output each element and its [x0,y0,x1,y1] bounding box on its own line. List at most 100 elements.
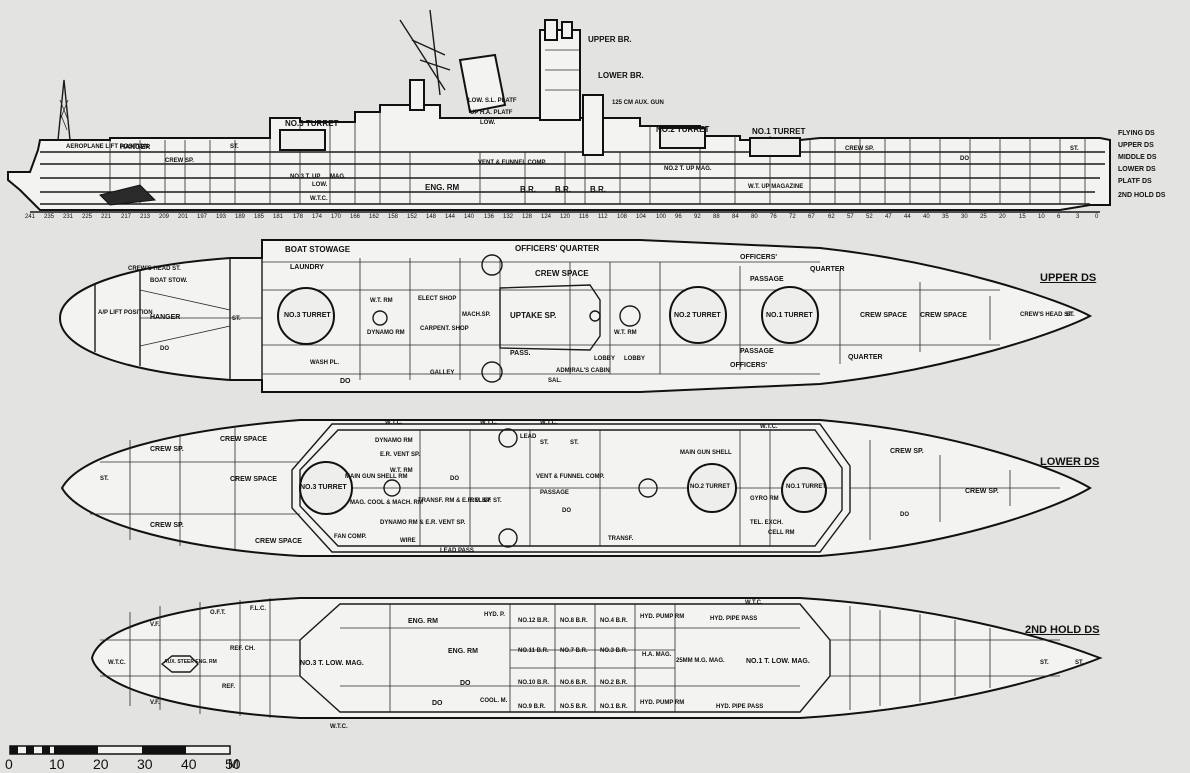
upper-deck-label: CREW SPACE [920,312,967,319]
frame-number: 6 [1057,214,1061,220]
lower-turret-2 [687,463,737,513]
frame-number: 162 [369,214,380,220]
hold-deck-label: W.T.C. [745,600,763,606]
frame-number: 52 [866,214,873,220]
frame-number: 80 [751,214,758,220]
upper-deck-label: HANGER [150,314,181,321]
lower-deck-label: TRANSF. RM & E.R. V. SP. [418,498,492,504]
upper-turret-3 [277,287,335,345]
frame-number: 67 [808,214,815,220]
profile-label: CREW SP. [845,146,874,152]
hold-deck-outline [90,597,1103,719]
lower-deck-label: MAIN GUN SHELL RM [345,474,408,480]
hold-deck-label: NO.4 B.R. [600,618,628,624]
profile-label: ENG. RM [425,183,460,192]
hold-deck-label: ST. [1040,660,1049,666]
hold-deck-label: NO.9 B.R. [518,704,546,710]
hold-deck-label: NO.10 B.R. [518,680,550,686]
deck-level-3: LOWER DS [1118,166,1156,173]
frame-number: 185 [254,214,265,220]
upper-deck-label: ADMIRAL'S CABIN [556,368,610,374]
frame-number: 193 [216,214,227,220]
profile-label: AEROPLANE LIFT POSITION [66,144,149,150]
frame-number: 124 [541,214,552,220]
upper-deck-label: W.T. RM [370,298,393,304]
frame-number: 178 [293,214,304,220]
lower-deck-label: W.T.C. [385,420,403,426]
upper-deck-label: PASSAGE [750,276,784,283]
frame-number: 241 [25,214,36,220]
frame-number: 0 [1095,214,1099,220]
scale-tick-label: 20 [93,756,109,772]
frame-number: 217 [121,214,132,220]
lower-deck-label: VENT & FUNNEL COMP. [536,474,605,480]
upper-turret-2 [669,286,727,344]
lower-deck-label: E.R. VENT SP. [380,452,420,458]
lower-deck-label: DO [562,508,571,514]
profile-elevation [7,9,1111,213]
upper-deck-label: DO [160,346,169,352]
lower-deck-label: CELL RM [768,530,795,536]
frame-number: 15 [1019,214,1026,220]
profile-label: VENT & FUNNEL COMP. [478,160,547,166]
deck-level-4: PLATF DS [1118,178,1152,185]
frame-number: 181 [273,214,284,220]
upper-deck-plan [58,239,1093,393]
scale-tick-label: 0 [5,756,13,772]
lower-deck-label: DO [450,476,459,482]
upper-deck-label: CREW'S HEAD ST. [128,266,181,272]
lower-deck-label: ST. [100,476,109,482]
frame-number: 3 [1076,214,1080,220]
hold-deck-label: NO.3 T. LOW. MAG. [300,660,364,667]
profile-turret-1 [749,137,801,157]
profile-label: MAG. [330,174,346,180]
frame-number: 84 [732,214,739,220]
upper-deck-label: W.T. RM [614,330,637,336]
hold-deck-label: NO.3 B.R. [600,648,628,654]
frame-number: 144 [445,214,456,220]
hold-deck-label: NO.8 B.R. [560,618,588,624]
deck-level-2: MIDDLE DS [1118,154,1157,161]
hold-deck-label: ENG. RM [448,648,478,655]
upper-deck-label: ST. [232,316,241,322]
frame-number: 120 [560,214,571,220]
upper-deck-label: WASH PL. [310,360,340,366]
hold-deck-label: NO.11 B.R. [518,648,549,654]
lower-deck-label: LEAD [520,434,537,440]
mainmast [399,9,451,111]
frame-number: 158 [388,214,399,220]
upper-deck-label: GALLEY [430,370,455,376]
lower-deck-label: GYRO RM [750,496,779,502]
frame-number: 231 [63,214,74,220]
lower-deck-label: CREW SP. [965,488,999,495]
frame-number: 140 [464,214,475,220]
upper-deck-label: PASSAGE [740,348,774,355]
lower-deck-label: DYNAMO RM [375,438,413,444]
lower-deck-label: CREW SP. [890,448,924,455]
upper-deck-label: A/P LIFT POSITION [98,310,153,316]
profile-turret-3 [279,129,326,151]
hold-deck-label: HYD. PUMP RM [640,614,685,620]
profile-label: UP H.A. PLATF [470,110,513,116]
lower-deck-label: ST. [540,440,549,446]
frame-number: 166 [350,214,361,220]
hold-deck-label: 25MM M.G. MAG. [676,658,725,664]
upper-deck-title: UPPER DS [1040,272,1097,284]
profile-label: DO [960,156,969,162]
upper-deck-outline [58,239,1093,393]
frame-number: 132 [503,214,514,220]
lower-deck-label: WIRE [400,538,416,544]
frame-number: 25 [980,214,987,220]
profile-label: NO.1 TURRET [752,127,806,136]
frame-number: 213 [140,214,151,220]
hold-deck-label: O.F.T. [210,610,226,616]
profile-label: NO.3 TURRET [285,119,339,128]
upper-deck-label: LOBBY [624,356,645,362]
frame-number: 152 [407,214,418,220]
hold-deck-label: HYD. PUMP RM [640,700,685,706]
hold-deck-label: DO [460,680,471,687]
profile-label: NO.2 T. UP MAG. [664,166,712,172]
upper-deck-label: OFFICERS' [740,254,778,261]
frame-number: 221 [101,214,112,220]
frame-number: 62 [828,214,835,220]
